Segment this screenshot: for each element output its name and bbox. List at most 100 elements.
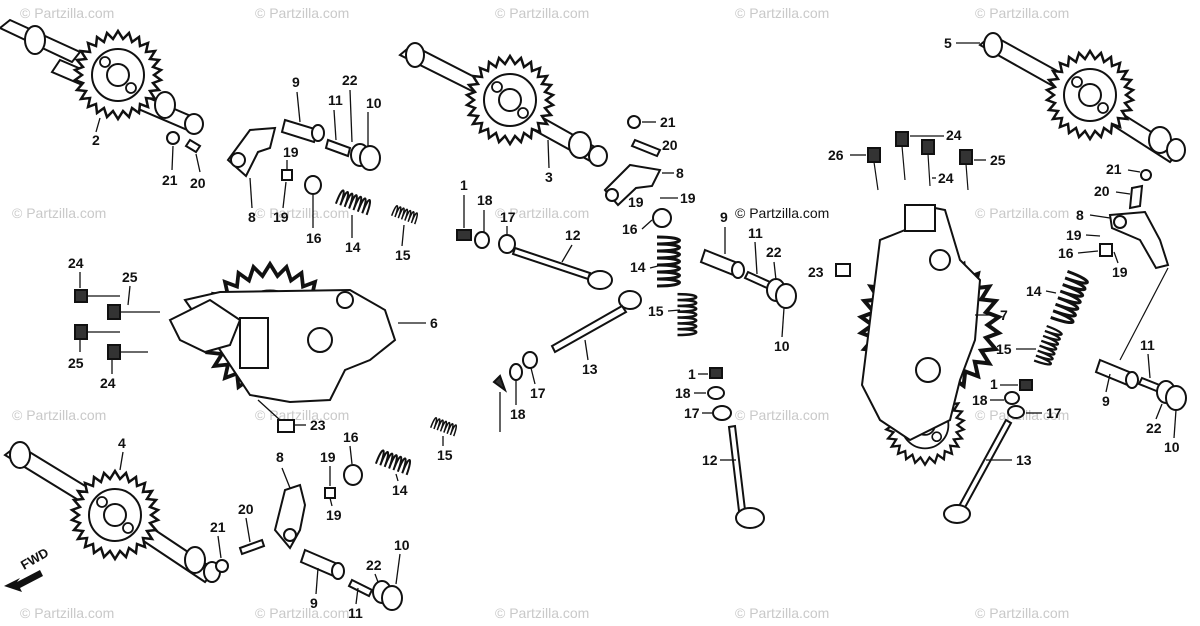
watermark-text: © Partzilla.com <box>735 5 829 21</box>
callout-18: 18 <box>510 406 526 422</box>
callout-19: 19 <box>628 194 644 210</box>
nut-19-g <box>324 487 336 499</box>
callout-11: 11 <box>1140 337 1155 353</box>
bolt-25-b <box>74 324 120 340</box>
watermark-text: © Partzilla.com <box>975 605 1069 621</box>
camshaft-2 <box>0 18 204 135</box>
callout-10: 10 <box>1164 439 1180 455</box>
shim-16-b <box>652 208 672 228</box>
spring-14-d <box>374 447 414 477</box>
camshaft-4 <box>3 441 221 584</box>
watermark-text: © Partzilla.com <box>975 5 1069 21</box>
spring-14-b <box>655 235 682 288</box>
callout-19: 19 <box>283 144 299 160</box>
callout-4: 4 <box>118 435 126 451</box>
watermark-text: © Partzilla.com <box>255 605 349 621</box>
bolt-24-b <box>107 344 148 360</box>
callout-19: 19 <box>1112 264 1128 280</box>
bolt-21-d <box>215 559 229 573</box>
callout-21: 21 <box>210 519 226 535</box>
callout-1: 1 <box>688 366 696 382</box>
watermark-text: © Partzilla.com <box>255 5 349 21</box>
callout-19: 19 <box>320 449 336 465</box>
callout-12: 12 <box>702 452 718 468</box>
center-watermark: © Partzilla.com <box>735 205 829 221</box>
callout-19: 19 <box>326 507 342 523</box>
callout-22: 22 <box>1146 420 1162 436</box>
callout-25: 25 <box>990 152 1006 168</box>
watermark-text: © Partzilla.com <box>975 205 1069 221</box>
cap-10-d <box>372 580 403 611</box>
callout-1: 1 <box>990 376 998 392</box>
bolt-25-a <box>107 304 160 320</box>
callout-9: 9 <box>1102 393 1110 409</box>
callout-24: 24 <box>100 375 116 391</box>
callout-2: 2 <box>92 132 100 148</box>
bolt-26 <box>867 147 881 191</box>
camshaft-5 <box>978 32 1186 164</box>
spring-15-a <box>390 203 421 226</box>
cap-10-b <box>766 278 797 309</box>
callout-14: 14 <box>345 239 361 255</box>
shim-16-c <box>1099 243 1113 257</box>
callout-16: 16 <box>306 230 322 246</box>
callout-23: 23 <box>808 264 824 280</box>
watermark-text: © Partzilla.com <box>495 5 589 21</box>
callout-13: 13 <box>582 361 598 377</box>
callout-21: 21 <box>660 114 676 130</box>
callout-19: 19 <box>1066 227 1082 243</box>
bolt-24-a <box>74 289 120 303</box>
callout-15: 15 <box>395 247 411 263</box>
watermark-text: © Partzilla.com <box>255 205 349 221</box>
watermark-text: © Partzilla.com <box>735 407 829 423</box>
rocker-shaft-9-d <box>299 548 345 580</box>
dowel-23-b <box>835 263 851 277</box>
callout-21: 21 <box>162 172 178 188</box>
adjuster-11-a <box>324 138 352 158</box>
callout-9: 9 <box>720 209 728 225</box>
callout-18: 18 <box>477 192 493 208</box>
watermark-text: © Partzilla.com <box>735 605 829 621</box>
shim-16-a <box>304 175 322 195</box>
callout-21: 21 <box>1106 161 1122 177</box>
bolt-21-c <box>1140 169 1152 181</box>
cap-10-a <box>350 143 381 171</box>
nut-19-a <box>281 169 293 181</box>
callout-20: 20 <box>238 501 254 517</box>
valve-13-a <box>550 290 642 354</box>
fwd-label: FWD <box>18 545 51 573</box>
callout-13: 13 <box>1016 452 1032 468</box>
shim-16-d <box>343 464 363 486</box>
callout-10: 10 <box>394 537 410 553</box>
callout-14: 14 <box>392 482 408 498</box>
callout-1: 1 <box>460 177 468 193</box>
camshaft-3 <box>398 42 608 167</box>
rocker-shaft-9-b <box>699 248 745 279</box>
bolt-24-d <box>921 139 935 187</box>
callout-8: 8 <box>1076 207 1084 223</box>
seal-18-b <box>509 363 523 381</box>
rocker-arm-8-d <box>273 483 307 550</box>
callout-15: 15 <box>648 303 664 319</box>
callout-8: 8 <box>248 209 256 225</box>
callout-6: 6 <box>430 315 438 331</box>
cotter-1-b <box>492 374 508 393</box>
callout-25: 25 <box>122 269 138 285</box>
callout-7: 7 <box>1000 307 1008 323</box>
callout-20: 20 <box>662 137 678 153</box>
callout-17: 17 <box>530 385 546 401</box>
callout-18: 18 <box>675 385 691 401</box>
callout-16: 16 <box>622 221 638 237</box>
callout-8: 8 <box>676 165 684 181</box>
callout-10: 10 <box>366 95 382 111</box>
callout-23: 23 <box>310 417 326 433</box>
watermark-text: © Partzilla.com <box>495 605 589 621</box>
valve-12-a <box>456 229 613 290</box>
callout-22: 22 <box>366 557 382 573</box>
callout-14: 14 <box>630 259 646 275</box>
callout-9: 9 <box>292 74 300 90</box>
dowel-23-a <box>277 419 295 433</box>
bolt-24-c <box>895 131 909 181</box>
callout-20: 20 <box>1094 183 1110 199</box>
rocker-shaft-9-a <box>280 118 325 144</box>
